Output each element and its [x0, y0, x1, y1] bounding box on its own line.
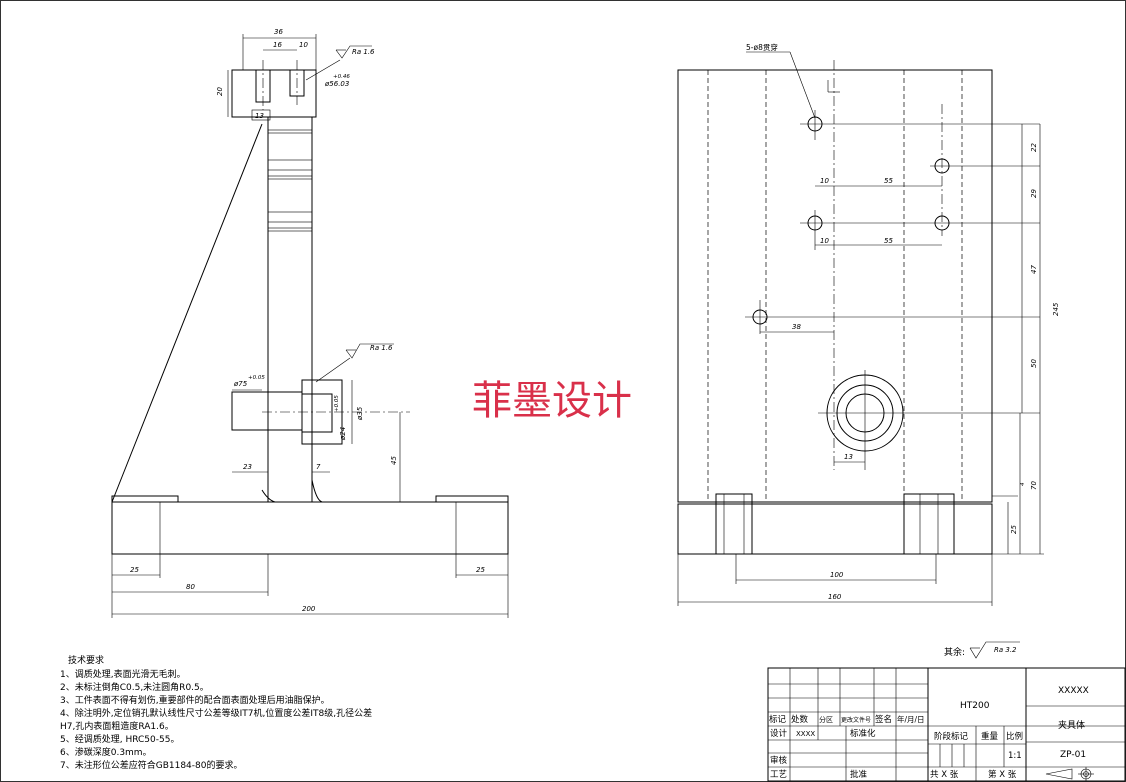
- dim-25-right: 25: [476, 566, 485, 574]
- surface-finish-label: 其余:: [944, 646, 965, 658]
- dim-side-47: 47: [1030, 265, 1038, 274]
- dim-23: 23: [243, 463, 252, 471]
- dim-side-50: 50: [1030, 359, 1038, 368]
- tech-requirements: 技术要求 1、调质处理,表面光滑无毛刺。 2、未标注倒角C0.5,未注圆角R0.…: [60, 654, 372, 771]
- tb-scale-label: 比例: [1006, 731, 1023, 742]
- tb-part-name: 夹具体: [1058, 719, 1085, 731]
- front-view: 36 16 10 20 13 ø56.03 +0.46 Ra 1.6 ø75 +…: [111, 28, 509, 618]
- dim-side-10b: 10: [820, 237, 829, 245]
- dim-20: 20: [216, 87, 224, 96]
- holes-note: 5-ø8贯穿: [746, 42, 778, 52]
- surface-finish-value: Ra 3.2: [994, 646, 1017, 654]
- tb-scale-value: 1:1: [1008, 751, 1022, 761]
- tech-req-line-6: 5、经调质处理, HRC50-55。: [60, 733, 179, 745]
- dim-dia-hole-tol: +0.05: [248, 375, 265, 381]
- dim-side-29: 29: [1030, 189, 1038, 198]
- tb-process-label: 工艺: [770, 770, 787, 780]
- tech-req-line-3: 3、工件表面不得有划伤,重要部件的配合面表面处理后用油脂保护。: [60, 694, 330, 706]
- tb-review-label: 审核: [770, 755, 788, 766]
- dim-80: 80: [186, 583, 195, 591]
- tb-stage-label: 阶段标记: [934, 731, 969, 742]
- dim-25-left: 25: [130, 566, 139, 574]
- tech-req-line-2: 2、未标注倒角C0.5,未注圆角R0.5。: [60, 681, 209, 693]
- dim-36: 36: [274, 28, 283, 36]
- tb-sheets-total: 共 X 张: [930, 770, 959, 780]
- dim-side-55a: 55: [884, 177, 893, 185]
- tech-req-line-7: 6、渗碳深度0.3mm。: [60, 746, 152, 758]
- dim-dia-top: ø56.03: [324, 80, 349, 88]
- dim-side-38: 38: [792, 323, 801, 331]
- watermark-text: 菲墨设计: [472, 378, 632, 424]
- dim-dia-boss-tol: +0.05: [334, 395, 340, 412]
- dim-side-245: 245: [1052, 302, 1060, 316]
- tech-req-line-4: 4、除注明外,定位销孔默认线性尺寸公差等级IT7机,位置度公差IT8级,孔径公差: [60, 707, 372, 719]
- roughness-top: Ra 1.6: [352, 48, 375, 56]
- tb-row-label-1: 标记: [769, 714, 787, 725]
- tb-drawing-no: ZP-01: [1060, 750, 1086, 760]
- tb-row-label-2: 处数: [791, 714, 809, 725]
- tb-row-label-6: 年/月/日: [897, 714, 925, 724]
- tech-req-line-5: H7,孔内表面粗造度RA1.6。: [60, 720, 174, 732]
- dim-side-55b: 55: [884, 237, 893, 245]
- tb-company: XXXXX: [1058, 686, 1089, 696]
- tb-design-value: XXXX: [796, 730, 815, 738]
- tb-standard-label: 标准化: [850, 728, 876, 739]
- tech-req-title: 技术要求: [68, 654, 104, 666]
- dim-side-160: 160: [828, 593, 842, 601]
- dim-side-10a: 10: [820, 177, 829, 185]
- tech-req-line-8: 7、未注形位公差应符合GB1184-80的要求。: [60, 759, 242, 771]
- tb-design-label: 设计: [770, 728, 788, 739]
- dim-side-22: 22: [1030, 143, 1038, 152]
- dim-side-70: 70: [1030, 481, 1038, 490]
- dim-dia-boss: ø35: [356, 406, 364, 421]
- dim-7: 7: [316, 463, 321, 471]
- dim-10: 10: [299, 41, 308, 49]
- dim-side-13: 13: [844, 453, 853, 461]
- projection-symbol-icon: [1045, 767, 1094, 781]
- tb-row-label-3: 分区: [819, 715, 833, 724]
- tech-req-line-1: 1、调质处理,表面光滑无毛刺。: [60, 668, 186, 680]
- tb-sheet-no: 第 X 张: [988, 769, 1017, 780]
- dim-200: 200: [302, 605, 316, 613]
- dim-45: 45: [390, 456, 398, 465]
- roughness-boss: Ra 1.6: [370, 344, 393, 352]
- surface-finish-note: 其余: Ra 3.2: [944, 641, 1020, 659]
- dim-dia-hole: ø75: [233, 380, 248, 388]
- side-view: 5-ø8贯穿 10 55 10 55 38 13 22 29 47 50 245…: [677, 42, 1060, 606]
- title-block: HT200 XXXXX 夹具体 ZP-01 标记 处数 分区 更改文件号 签名 …: [767, 667, 1126, 782]
- dim-side-25: 25: [1010, 525, 1018, 534]
- dim-side-4: 4: [1020, 482, 1026, 486]
- tb-material: HT200: [960, 701, 990, 711]
- tb-row-label-4: 更改文件号: [841, 716, 871, 724]
- dim-dia-boss-inner: ø24: [339, 427, 347, 441]
- dim-dia-top-tol: +0.46: [333, 74, 350, 80]
- tb-weight-label: 重量: [981, 731, 999, 742]
- dim-13: 13: [255, 112, 264, 120]
- tb-approve-label: 批准: [850, 769, 868, 780]
- dim-16: 16: [273, 41, 282, 49]
- dim-side-100: 100: [830, 571, 844, 579]
- tb-row-label-5: 签名: [875, 714, 892, 725]
